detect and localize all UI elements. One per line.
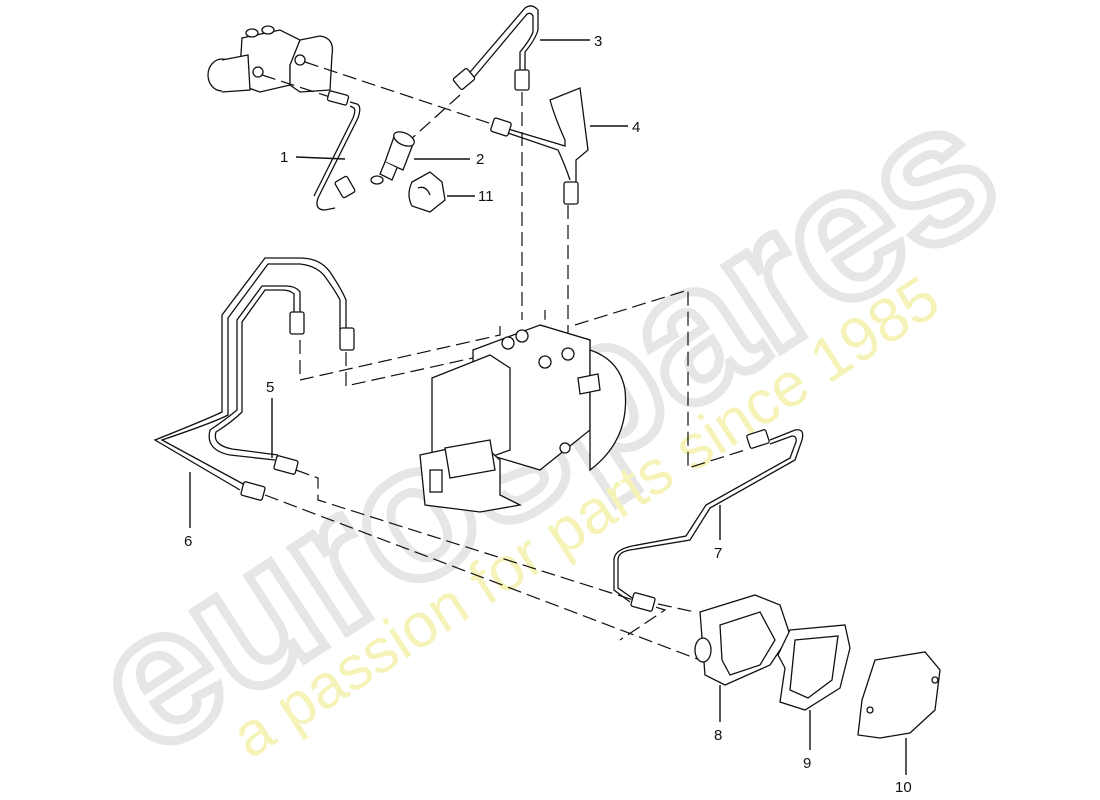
leader-line6	[264, 494, 701, 661]
clip	[408, 171, 446, 213]
callout-10[interactable]: 10	[895, 779, 912, 796]
callout-9[interactable]: 9	[803, 755, 811, 772]
fitting	[273, 455, 299, 475]
leader-switch	[409, 94, 461, 141]
fitting	[240, 481, 266, 501]
brake-line-7	[613, 429, 804, 612]
brake-line-3	[452, 5, 539, 91]
fitting	[339, 327, 355, 351]
fitting	[289, 311, 305, 335]
cover-plate	[857, 651, 941, 739]
brake-line-4	[490, 87, 589, 205]
leader-abs-left1	[299, 320, 501, 381]
callout-5[interactable]: 5	[266, 379, 274, 396]
abs-hydraulic-unit	[419, 324, 627, 513]
brake-line-6	[153, 257, 347, 491]
callout-3[interactable]: 3	[594, 33, 602, 50]
leader-mc-line1	[261, 74, 331, 98]
callout-2[interactable]: 2	[476, 151, 484, 168]
callout-line-1	[295, 156, 346, 160]
brake-line-5	[208, 285, 301, 461]
callout-6[interactable]: 6	[184, 533, 192, 550]
callout-1[interactable]: 1	[280, 149, 288, 166]
callout-11[interactable]: 11	[478, 188, 494, 205]
leader-abs-right	[574, 289, 746, 469]
brake-line-1	[313, 90, 361, 211]
callout-7[interactable]: 7	[714, 545, 722, 562]
leader-line7-caliper	[657, 603, 696, 613]
valve-body	[694, 594, 791, 686]
callout-4[interactable]: 4	[632, 119, 640, 136]
callout-8[interactable]: 8	[714, 727, 722, 744]
gasket	[777, 624, 851, 711]
leader-mc-line4	[304, 61, 496, 126]
pressure-switch	[370, 131, 415, 185]
master-cylinder	[207, 25, 334, 93]
leader-line5	[295, 469, 667, 641]
